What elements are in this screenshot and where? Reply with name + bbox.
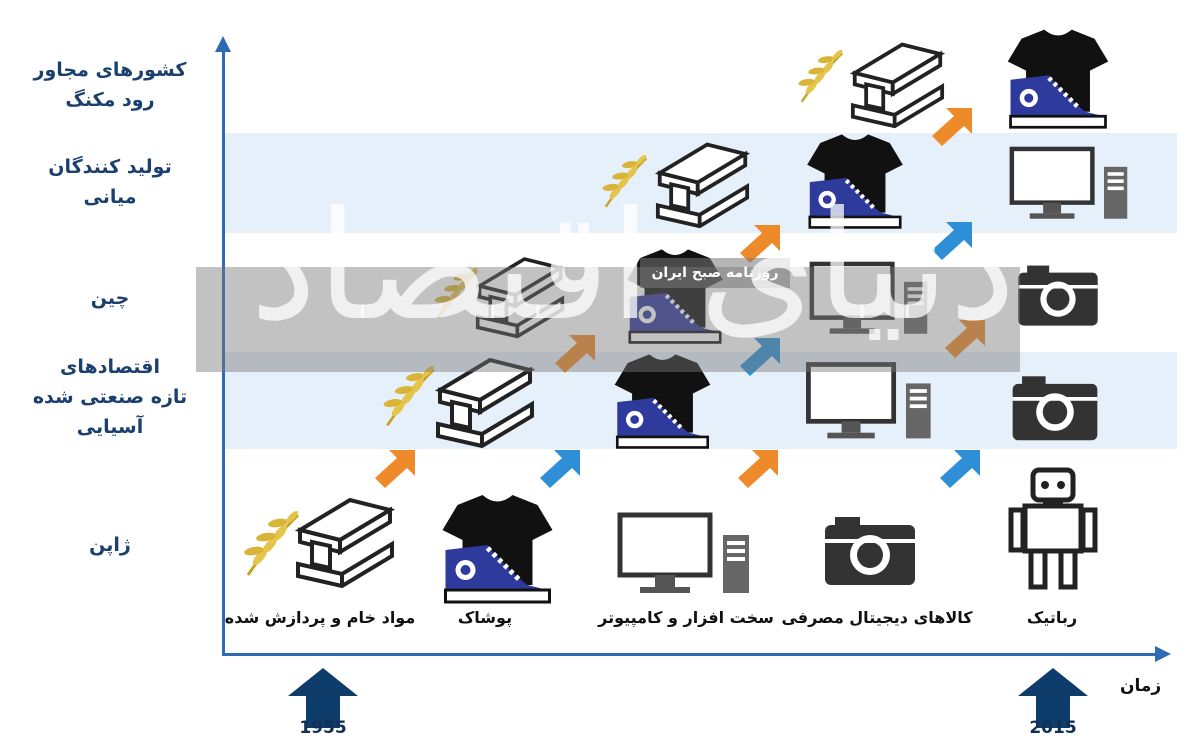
x-axis-arrowhead <box>1155 646 1171 662</box>
year-label-1955: 1955 <box>299 718 347 738</box>
row-label-nies: اقتصادهای تازه صنعتی شده آسیایی <box>32 356 188 438</box>
camera-icon <box>825 517 915 585</box>
watermark-logo-text: دنیای اقتصاد <box>250 180 1022 354</box>
arrow-orange-icon <box>738 450 778 488</box>
arrow-blue-icon <box>940 450 980 488</box>
arrow-orange-icon <box>375 450 415 488</box>
y-axis-arrowhead <box>215 36 231 52</box>
year-label-2015: 2015 <box>1029 718 1077 738</box>
row-label-middle: تولید کنندگان میانی <box>48 156 172 208</box>
category-label-raw-materials: مواد خام و پردازش شده <box>224 608 416 627</box>
computer-icon <box>1000 140 1140 225</box>
watermark-banner <box>196 267 1020 372</box>
year-arrow-2015 <box>1018 668 1088 728</box>
category-label-digital-goods: کالاهای دیجیتال مصرفی <box>781 608 973 627</box>
arrow-blue-icon <box>540 450 580 488</box>
tshirt-sneaker-icon <box>998 25 1118 130</box>
x-axis-label: زمان <box>1120 676 1162 696</box>
computer-icon <box>615 505 755 600</box>
camera-icon <box>1018 265 1098 326</box>
y-axis <box>222 48 225 655</box>
steel-beam-icon <box>296 498 394 588</box>
robot-icon <box>1003 465 1103 593</box>
watermark-small-text: روزنامه صبح ایران <box>640 258 790 288</box>
wheat-icon <box>796 47 845 104</box>
x-axis <box>222 653 1162 656</box>
camera-icon <box>1012 376 1098 441</box>
tshirt-sneaker-icon <box>435 490 560 605</box>
arrow-orange-icon <box>932 108 972 146</box>
category-label-apparel: پوشاک <box>457 608 513 627</box>
category-label-hardware: سخت افزار و کامپیوتر <box>598 608 774 627</box>
row-label-mekong: کشورهای مجاور رود مکنگ <box>33 59 187 111</box>
year-arrow-1955 <box>288 668 358 728</box>
category-label-robotics: رباتیک <box>1026 608 1078 627</box>
row-label-china: چین <box>90 287 130 309</box>
row-label-japan: ژاپن <box>89 534 131 556</box>
